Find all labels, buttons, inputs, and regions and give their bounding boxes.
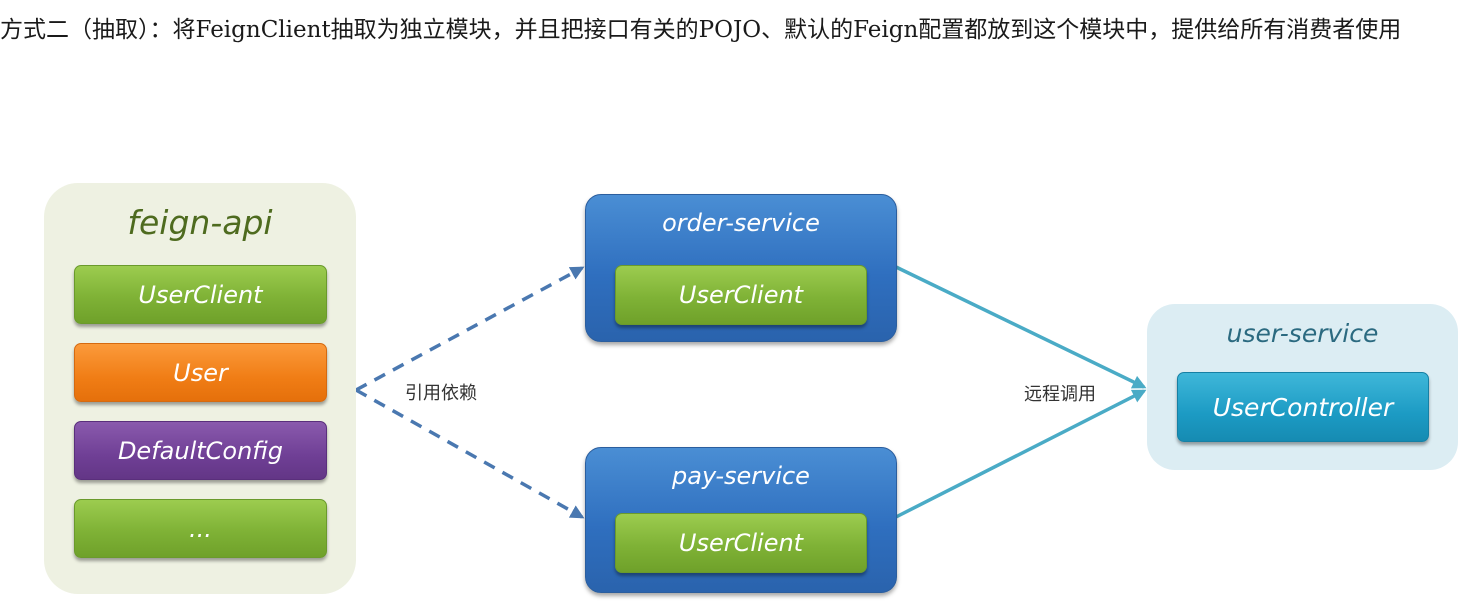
- feign-api-panel: feign-api UserClient User DefaultConfig …: [44, 183, 356, 594]
- feign-api-title: feign-api: [127, 203, 273, 242]
- dependency-arrow-order: [355, 266, 585, 392]
- dependency-label: 引用依赖: [405, 383, 477, 404]
- remote-call-arrow-order: [895, 265, 1147, 389]
- pay-service-title: pay-service: [672, 462, 810, 490]
- user-service-title: user-service: [1226, 319, 1379, 348]
- intro-paragraph: 方式二（抽取）：将FeignClient抽取为独立模块，并且把接口有关的POJO…: [0, 17, 1402, 43]
- pay-service-userclient-chip: UserClient: [615, 513, 867, 573]
- order-service-userclient-chip: UserClient: [615, 265, 867, 325]
- feign-api-defaultconfig-chip: DefaultConfig: [74, 421, 327, 480]
- feign-api-more-chip: ...: [74, 499, 327, 558]
- feign-api-user-chip: User: [74, 343, 327, 402]
- remote-call-label: 远程调用: [1024, 384, 1096, 405]
- dependency-arrow-pay: [355, 388, 585, 519]
- pay-service-box: pay-service UserClient: [585, 447, 897, 593]
- order-service-title: order-service: [662, 209, 820, 237]
- feign-api-userclient-chip: UserClient: [74, 265, 327, 324]
- remote-call-arrow-pay: [895, 389, 1147, 519]
- order-service-box: order-service UserClient: [585, 194, 897, 342]
- user-service-panel: user-service UserController: [1147, 304, 1458, 470]
- user-service-controller-chip: UserController: [1177, 372, 1429, 442]
